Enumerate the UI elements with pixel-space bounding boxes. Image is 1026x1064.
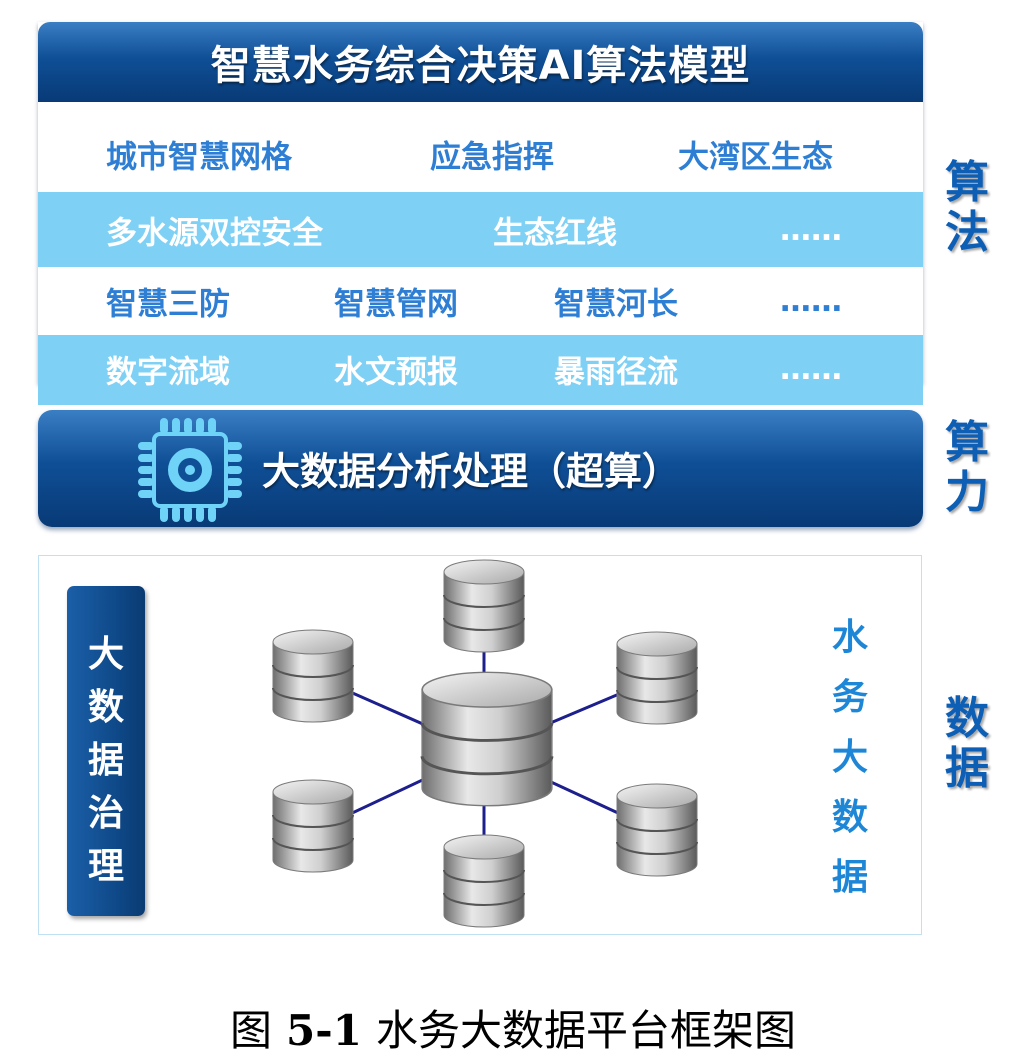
governance-char: 据 — [87, 740, 124, 781]
side-label-char: 算 — [945, 417, 989, 468]
processor-chip-icon — [138, 418, 242, 522]
algorithm-item: 生态红线 — [493, 215, 617, 252]
side-label-char: 力 — [945, 467, 989, 518]
side-label-char: 据 — [945, 743, 989, 794]
algorithm-item: 大湾区生态 — [678, 139, 833, 176]
data-panel: 大 数 据 治 理 — [38, 555, 922, 935]
algorithm-panel: 智慧水务综合决策AI算法模型 城市智慧网格 应急指挥 大湾区生态 多水源双控安全… — [38, 22, 923, 405]
algorithm-row-3: 智慧三防 智慧管网 智慧河长 …… — [38, 267, 923, 335]
compute-title: 大数据分析处理（超算） — [262, 449, 681, 494]
algorithm-item: 智慧三防 — [106, 286, 230, 323]
algorithm-row-1: 城市智慧网格 应急指挥 大湾区生态 — [38, 102, 923, 192]
algorithm-row-4: 数字流域 水文预报 暴雨径流 …… — [38, 335, 923, 405]
database-icon — [272, 629, 354, 723]
algorithm-item-ellipsis: …… — [780, 283, 842, 319]
algorithm-row-2: 多水源双控安全 生态红线 …… — [38, 192, 923, 267]
caption-prefix: 图 — [230, 1006, 273, 1055]
compute-bar: 大数据分析处理（超算） — [38, 410, 923, 527]
algorithm-item: 数字流域 — [106, 354, 230, 391]
algorithm-header: 智慧水务综合决策AI算法模型 — [38, 22, 923, 102]
side-label-char: 法 — [945, 207, 989, 258]
database-icon — [616, 631, 698, 725]
algorithm-item: 应急指挥 — [430, 139, 554, 176]
bigdata-char: 数 — [831, 797, 868, 838]
database-network — [272, 559, 698, 928]
algorithm-item-ellipsis: …… — [780, 212, 842, 248]
figure-caption: 图 5-1 水务大数据平台框架图 — [0, 997, 1026, 1058]
side-label-compute: 算 力 — [943, 418, 991, 518]
algorithm-item: 智慧管网 — [334, 286, 458, 323]
side-label-char: 数 — [945, 693, 989, 744]
bigdata-char: 大 — [831, 737, 868, 778]
bigdata-char: 水 — [831, 617, 868, 658]
governance-char: 理 — [87, 846, 124, 887]
algorithm-item: 智慧河长 — [554, 286, 678, 323]
side-label-char: 算 — [945, 157, 989, 208]
algorithm-item: 城市智慧网格 — [106, 139, 292, 176]
database-icon — [616, 783, 698, 877]
data-governance-box: 大 数 据 治 理 — [67, 586, 145, 916]
database-icon — [272, 779, 354, 873]
database-icon — [443, 834, 525, 928]
bigdata-char: 务 — [831, 677, 868, 718]
bigdata-char: 据 — [831, 857, 868, 898]
side-label-algorithm: 算 法 — [943, 158, 991, 258]
algorithm-item-ellipsis: …… — [780, 351, 842, 387]
governance-char: 治 — [87, 793, 124, 834]
caption-text: 水务大数据平台框架图 — [375, 1006, 796, 1055]
side-label-data: 数 据 — [943, 694, 991, 794]
caption-number: 5-1 — [286, 1006, 362, 1055]
algorithm-item: 多水源双控安全 — [106, 215, 323, 252]
governance-char: 大 — [87, 634, 124, 675]
algorithm-title: 智慧水务综合决策AI算法模型 — [210, 43, 751, 89]
governance-char: 数 — [87, 687, 124, 728]
water-bigdata-label: 水 务 大 数 据 — [829, 608, 871, 908]
algorithm-item: 水文预报 — [334, 354, 458, 391]
central-database-icon — [420, 670, 554, 808]
database-icon — [443, 559, 525, 653]
algorithm-item: 暴雨径流 — [554, 354, 678, 391]
